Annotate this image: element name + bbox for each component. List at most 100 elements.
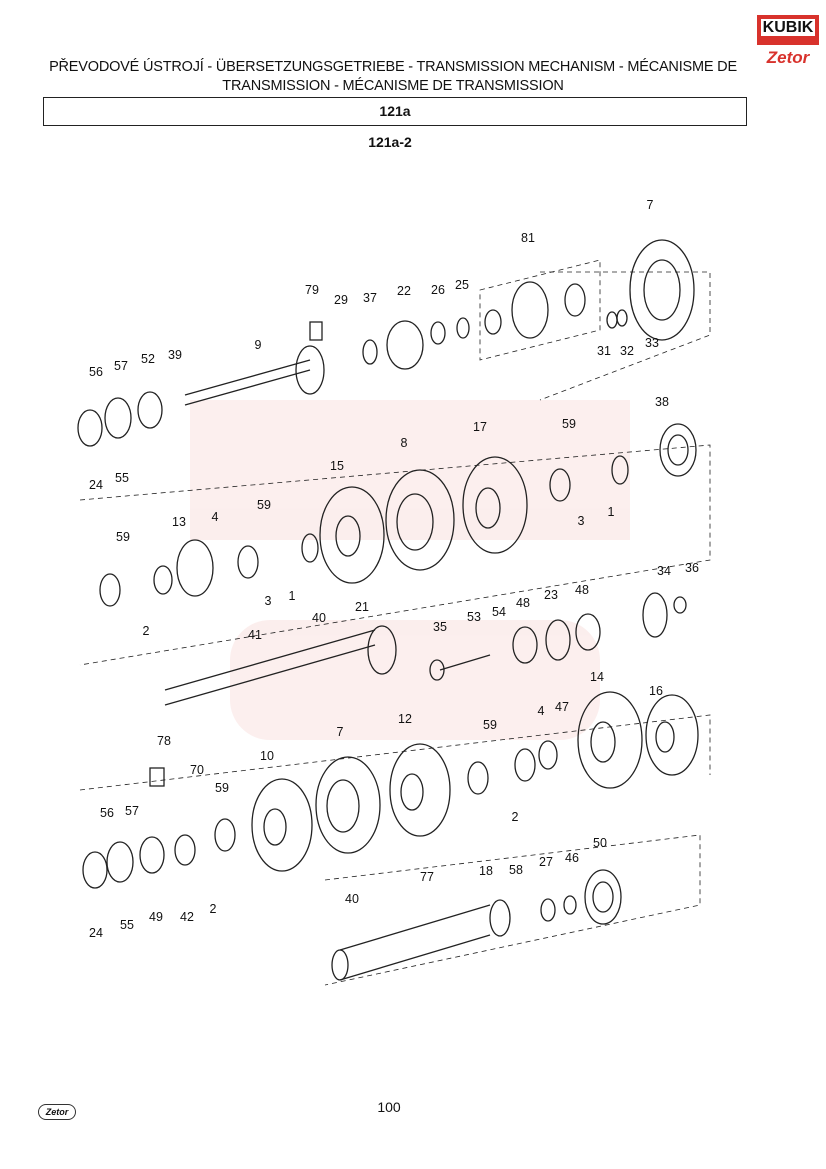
callout: 17 bbox=[473, 420, 487, 434]
assembly-outline-boxes bbox=[79, 259, 711, 986]
gear-7-top bbox=[629, 239, 695, 341]
callout: 52 bbox=[141, 352, 155, 366]
bearing-38 bbox=[659, 423, 697, 477]
callout: 2 bbox=[209, 902, 217, 916]
rings-left-top bbox=[77, 391, 163, 447]
group-code-box: 121a bbox=[43, 97, 747, 126]
gear-13 bbox=[176, 539, 214, 597]
callout: 27 bbox=[539, 855, 553, 869]
shaft-9 bbox=[184, 359, 311, 406]
kubik-logo-text: KUBIK bbox=[757, 15, 819, 45]
gear-81 bbox=[484, 281, 586, 339]
callout: 39 bbox=[168, 348, 182, 362]
callout: 46 bbox=[565, 851, 579, 865]
gear-12 bbox=[389, 743, 451, 837]
gear-16 bbox=[645, 694, 699, 776]
callout: 38 bbox=[655, 395, 669, 409]
gear-7-bottom bbox=[315, 756, 381, 854]
callout: 78 bbox=[157, 734, 171, 748]
callout: 81 bbox=[521, 231, 535, 245]
zetor-logo-text: Zetor bbox=[766, 48, 810, 67]
pinion-35 bbox=[429, 654, 491, 681]
callout: 70 bbox=[190, 763, 204, 777]
page-title-line-2: TRANSMISSION - MÉCANISME DE TRANSMISSION bbox=[222, 78, 564, 94]
gear-8 bbox=[385, 469, 455, 571]
callout: 58 bbox=[509, 863, 523, 877]
callout: 29 bbox=[334, 293, 348, 307]
shaft-18 bbox=[331, 899, 511, 981]
callout: 37 bbox=[363, 291, 377, 305]
callout: 7 bbox=[646, 198, 654, 212]
gear-10 bbox=[251, 778, 313, 872]
callout: 4 bbox=[211, 510, 219, 524]
callout: 41 bbox=[248, 628, 262, 642]
callout: 50 bbox=[593, 836, 607, 850]
callout: 55 bbox=[120, 918, 134, 932]
callout: 1 bbox=[607, 505, 615, 519]
gear-34 bbox=[642, 592, 687, 638]
callout: 34 bbox=[657, 564, 671, 578]
callout: 31 bbox=[597, 344, 611, 358]
callout: 54 bbox=[492, 605, 506, 619]
callout: 36 bbox=[685, 561, 699, 575]
callout: 7 bbox=[336, 725, 344, 739]
callout: 13 bbox=[172, 515, 186, 529]
callout: 59 bbox=[257, 498, 271, 512]
footer-zetor-logo: Zetor bbox=[38, 1104, 76, 1120]
figure-code: 121a-2 bbox=[368, 134, 412, 150]
callout: 47 bbox=[555, 700, 569, 714]
callout: 24 bbox=[89, 926, 103, 940]
callout: 8 bbox=[400, 436, 408, 450]
callout: 16 bbox=[649, 684, 663, 698]
callout: 49 bbox=[149, 910, 163, 924]
gear-17 bbox=[462, 456, 528, 554]
kubik-zetor-logo: KUBIK Zetor bbox=[757, 15, 819, 77]
bearing-22 bbox=[362, 317, 470, 370]
callout: 32 bbox=[620, 344, 634, 358]
callout: 56 bbox=[100, 806, 114, 820]
callout: 48 bbox=[575, 583, 589, 597]
callout: 23 bbox=[544, 588, 558, 602]
callout: 53 bbox=[467, 610, 481, 624]
callout: 59 bbox=[562, 417, 576, 431]
callout: 26 bbox=[431, 283, 445, 297]
callout: 9 bbox=[254, 338, 262, 352]
callout: 12 bbox=[398, 712, 412, 726]
callout: 1 bbox=[288, 589, 296, 603]
bearings-48-23 bbox=[512, 613, 601, 664]
callout: 48 bbox=[516, 596, 530, 610]
page-number: 100 bbox=[377, 1099, 401, 1115]
callout: 3 bbox=[577, 514, 585, 528]
callout: 35 bbox=[433, 620, 447, 634]
watermark bbox=[190, 400, 630, 740]
callout: 2 bbox=[511, 810, 519, 824]
callout: 2 bbox=[142, 624, 150, 638]
callout: 18 bbox=[479, 864, 493, 878]
callout: 40 bbox=[312, 611, 326, 625]
needle-bearings-59 bbox=[99, 455, 629, 607]
callout: 24 bbox=[89, 478, 103, 492]
page-title-line-1: PŘEVODOVÉ ÚSTROJÍ - ÜBERSETZUNGSGETRIEBE… bbox=[49, 59, 737, 75]
bearings-59-lower bbox=[214, 740, 558, 852]
callout: 79 bbox=[305, 283, 319, 297]
rings-left-bottom bbox=[82, 834, 196, 889]
callout: 14 bbox=[590, 670, 604, 684]
gear-on-shaft-9 bbox=[295, 345, 325, 395]
callout: 33 bbox=[645, 336, 659, 350]
callout: 40 bbox=[345, 892, 359, 906]
callout: 59 bbox=[116, 530, 130, 544]
pins bbox=[149, 321, 323, 787]
callout: 25 bbox=[455, 278, 469, 292]
callout: 56 bbox=[89, 365, 103, 379]
callout: 59 bbox=[483, 718, 497, 732]
callout: 22 bbox=[397, 284, 411, 298]
callout: 10 bbox=[260, 749, 274, 763]
rings-31-33 bbox=[606, 309, 628, 329]
callout: 57 bbox=[114, 359, 128, 373]
shaft-21 bbox=[164, 625, 397, 706]
gear-14 bbox=[577, 691, 643, 789]
callout: 21 bbox=[355, 600, 369, 614]
callout: 3 bbox=[264, 594, 272, 608]
callout: 55 bbox=[115, 471, 129, 485]
